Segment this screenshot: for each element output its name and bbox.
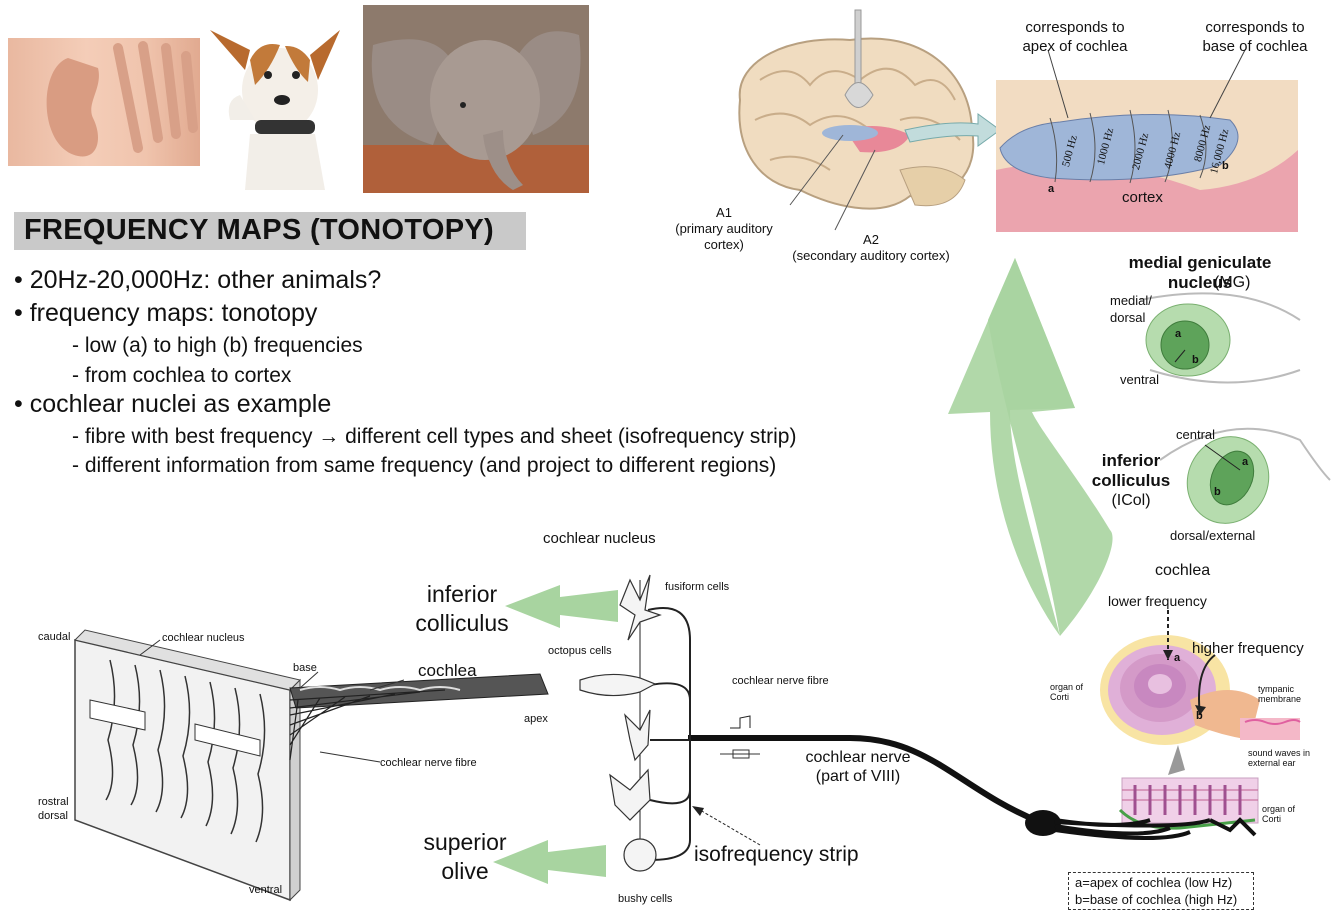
ic-a-label: a [1242,456,1249,468]
to-superior-olive-arrow [493,840,606,884]
ic-central-label: central [1176,427,1216,442]
mg-ventral-label: ventral [1120,372,1160,387]
cochlea-panel-title: cochlea [1155,562,1211,579]
cochlea-b-label: b [1196,710,1203,722]
cortex-panel [996,49,1298,232]
dog-illustration [210,30,340,190]
bullet-1: • 20Hz-20,000Hz: other animals? [14,266,382,294]
nerve-label: cochlear nerve (part of VIII) [805,749,911,785]
base-label: base [293,662,317,674]
cochlea-illustration [1100,610,1301,775]
a2-label: A2 (secondary auditory cortex) [792,232,950,263]
page-title: FREQUENCY MAPS (TONOTOPY) [24,214,494,246]
organ-corti-label: organ of Corti [1050,682,1084,702]
base-note: corresponds to base of cochlea [1202,19,1308,55]
octopus-label: octopus cells [548,645,612,657]
inferior-colliculus-label: inferior colliculus [415,581,509,636]
mg-title: medial geniculate nucleus [1128,253,1272,292]
elephant-photo [363,5,589,193]
sub-bullet-tonotopy-1: - low (a) to high (b) frequencies [72,334,363,357]
apex-label: apex [524,713,548,725]
ic-illustration [1159,427,1331,524]
cortex-b-label: b [1222,160,1229,172]
cortex-a-label: a [1048,183,1055,195]
block-cochlear-nucleus-label: cochlear nucleus [162,632,245,644]
ic-abbr: (ICol) [1111,492,1151,509]
cochlea-strip-illustration [289,671,549,763]
brain-to-cortex-arrow [904,113,1001,147]
mg-a-label: a [1175,328,1182,340]
cell-types-illustration [579,574,761,872]
fusiform-label: fusiform cells [665,581,730,593]
cells-title: cochlear nucleus [543,530,656,547]
lower-frequency-label: lower frequency [1108,593,1207,609]
rostral-dorsal-label: rostral dorsal [38,796,69,822]
sub-bullet-nuclei-1: - fibre with best frequency → different … [72,425,797,448]
ic-b-label: b [1214,486,1221,498]
ascending-pathway-arrow-body [988,258,1113,636]
a1-label: A1 (primary auditory cortex) [675,205,773,252]
organ-corti-2-label: organ of Corti [1262,804,1296,824]
block-nerve-fibre-label: cochlear nerve fibre [380,757,477,769]
to-inferior-colliculus-arrow [505,585,618,628]
bushy-label: bushy cells [618,893,673,905]
isofrequency-strip-label: isofrequency strip [694,843,859,866]
sub-bullet-tonotopy-2: - from cochlea to cortex [72,364,292,387]
higher-frequency-label: higher frequency [1192,640,1304,657]
mg-illustration [1139,292,1301,384]
cochlear-nucleus-block [74,629,301,902]
bullet-3: • cochlear nuclei as example [14,390,332,418]
apex-note: corresponds to apex of cochlea [1022,19,1128,55]
bullet-2: • frequency maps: tonotopy [14,299,318,327]
mg-medial-label: medial/ dorsal [1110,293,1152,325]
mg-abbr: (MG) [1214,274,1251,291]
cochlea-label: cochlea [418,661,477,680]
ic-dorsal-label: dorsal/external [1170,528,1256,543]
brain-illustration [738,9,975,231]
ear-photo [8,38,204,166]
cochlear-nerve-illustration [688,735,1257,840]
elephant-illustration [363,5,589,193]
caudal-label: caudal [38,631,71,643]
bullet-1-text: 20Hz-20,000Hz: other animals? [29,266,382,294]
cochlea-a-label: a [1174,652,1181,664]
ic-title: inferior colliculus [1091,451,1171,490]
mg-b-label: b [1192,354,1199,366]
ear-illustration [46,41,198,157]
organ-of-corti-illustration [1118,777,1259,830]
title-background [14,212,526,250]
superior-olive-label: superior olive [423,829,507,884]
dog-photo [200,10,350,190]
nerve-fibre-label: cochlear nerve fibre [732,675,829,687]
sound-waves-label: sound waves in external ear [1248,748,1311,768]
tympanic-label: tympanic membrane [1258,684,1302,704]
legend-b: b=base of cochlea (high Hz) [1075,892,1238,907]
bullet-3-text: cochlear nuclei as example [29,390,332,418]
legend-box: a=apex of cochlea (low Hz) b=base of coc… [1068,872,1254,910]
legend-a: a=apex of cochlea (low Hz) [1075,875,1233,890]
sub-bullet-nuclei-2: - different information from same freque… [72,454,777,477]
cortex-label: cortex [1122,189,1163,206]
ventral-label: ventral [249,884,283,896]
bullet-2-text: frequency maps: tonotopy [29,299,318,327]
